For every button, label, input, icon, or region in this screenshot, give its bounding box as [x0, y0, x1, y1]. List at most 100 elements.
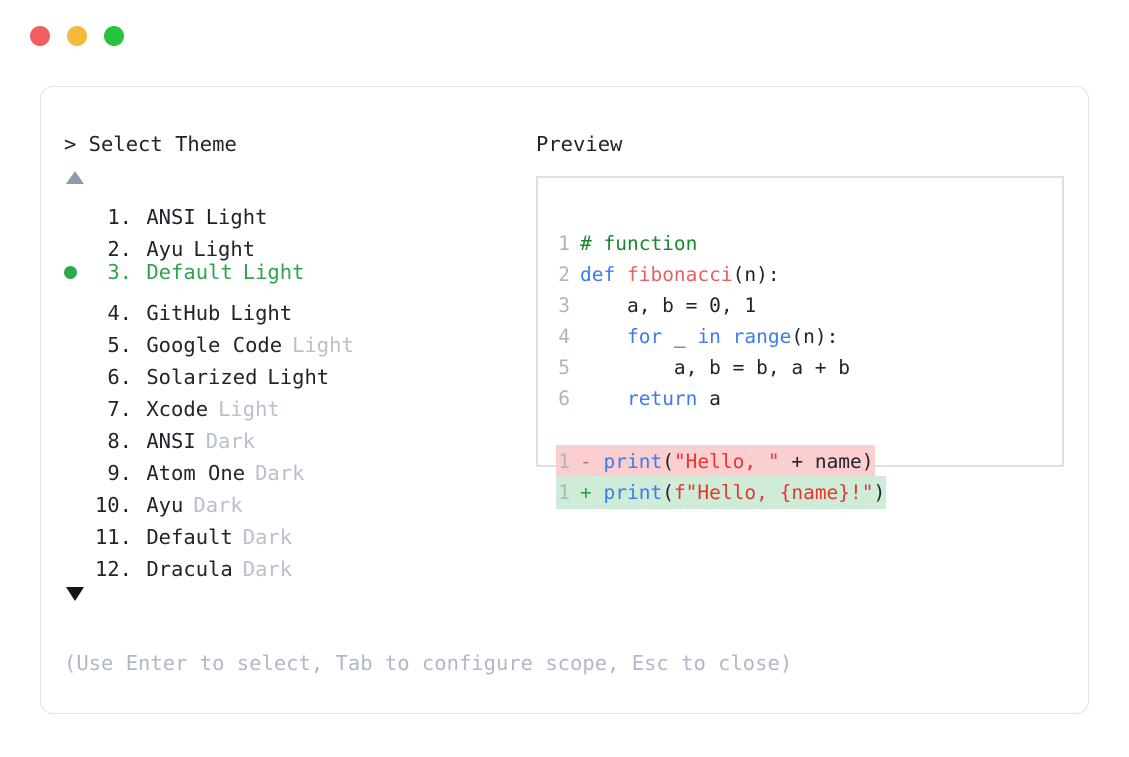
theme-item-index: 11.: [94, 525, 132, 549]
line-number: 5: [558, 356, 570, 379]
theme-item-name: Atom One: [134, 461, 246, 485]
diff-line-content: 1- print("Hello, " + name): [556, 445, 875, 478]
theme-list-item[interactable]: 4. GitHub Light: [64, 288, 534, 325]
scroll-down-icon[interactable]: [66, 587, 84, 601]
code-line: 6 return a: [556, 383, 1062, 414]
theme-item-name: Google Code: [134, 333, 283, 357]
theme-item-index: 5.: [107, 333, 132, 357]
code-line: 5 a, b = b, a + b: [556, 352, 1062, 383]
scroll-up-icon[interactable]: [66, 171, 84, 184]
selection-bullet-slot: [64, 320, 88, 352]
theme-item-index: 1.: [107, 205, 132, 229]
theme-list-item[interactable]: 5. Google Code Light: [64, 320, 534, 357]
theme-item-variant: Light: [218, 397, 280, 421]
theme-item-name: GitHub: [134, 301, 221, 325]
theme-item-name: ANSI: [134, 205, 196, 229]
code-token-plain: ): [873, 481, 886, 504]
theme-item-name: Dracula: [134, 557, 233, 581]
selection-bullet-slot: [64, 416, 88, 448]
line-number: 2: [558, 263, 570, 286]
code-token-kw: print: [603, 481, 663, 504]
code-line: 3 a, b = 0, 1: [556, 290, 1062, 321]
selection-bullet-slot: [64, 352, 88, 384]
theme-item-index: 2.: [107, 237, 132, 261]
line-number: 1: [558, 232, 570, 255]
theme-item-name: Xcode: [134, 397, 209, 421]
code-token-plain: a, b = b, a + b: [580, 356, 851, 379]
theme-item-index: 7.: [107, 397, 132, 421]
theme-item-variant: Light: [193, 237, 256, 261]
theme-item-variant: Dark: [242, 557, 293, 581]
theme-item-index: 8.: [107, 429, 132, 453]
diff-sign-del: -: [580, 450, 604, 473]
selection-bullet-slot: [64, 448, 88, 480]
diff-line-add: 1+ print(f"Hello, {name}!"): [556, 476, 1062, 509]
selection-bullet-slot: [64, 192, 88, 224]
diff-line-number: 1: [558, 450, 570, 473]
theme-item-name: ANSI: [134, 429, 196, 453]
theme-item-name: Ayu: [134, 493, 184, 517]
diff-line-content: 1+ print(f"Hello, {name}!"): [556, 476, 887, 509]
code-token-str: f"Hello, {name}!": [673, 481, 874, 504]
code-token-plain: a: [697, 387, 721, 410]
theme-item-variant: Light: [242, 260, 305, 284]
theme-item-index: 12.: [94, 557, 132, 581]
diff-line-del: 1- print("Hello, " + name): [556, 445, 1062, 478]
selection-bullet-slot: [64, 384, 88, 416]
code-token-kw: print: [603, 450, 663, 473]
keyboard-hint: (Use Enter to select, Tab to configure s…: [64, 651, 793, 675]
theme-item-index: 9.: [107, 461, 132, 485]
window-maximize-button[interactable]: [104, 26, 124, 46]
line-number: 3: [558, 294, 570, 317]
code-line: 1 # function: [556, 228, 1062, 259]
selected-dot-icon: [64, 266, 77, 279]
code-token-str: "Hello, ": [673, 450, 780, 473]
code-token-kw: in range: [697, 325, 792, 348]
code-line: 4 for _ in range(n):: [556, 321, 1062, 352]
theme-item-index: 4.: [107, 301, 132, 325]
theme-item-name: Default: [134, 260, 233, 284]
selection-bullet-slot: [64, 512, 88, 544]
page-title: > Select Theme: [64, 132, 237, 156]
selection-bullet-slot: [64, 257, 88, 289]
line-number: 6: [558, 387, 570, 410]
code-token-plain: (: [662, 481, 674, 504]
selection-bullet-slot: [64, 224, 88, 256]
window-close-button[interactable]: [30, 26, 50, 46]
code-token-plain: [580, 387, 627, 410]
theme-item-variant: Light: [230, 301, 293, 325]
preview-pane-header: Preview: [536, 131, 1066, 157]
diff-line-number: 1: [558, 481, 570, 504]
theme-list-item[interactable]: 3. Default Light: [64, 256, 534, 288]
code-token-plain: _: [662, 325, 698, 348]
code-token-plain: a, b = 0, 1: [580, 294, 757, 317]
code-token-kw: def: [580, 263, 627, 286]
theme-list-item[interactable]: 7. Xcode Light: [64, 384, 534, 421]
code-token-plain: (n):: [732, 263, 780, 286]
window-minimize-button[interactable]: [67, 26, 87, 46]
code-token-comment: # function: [580, 232, 698, 255]
selection-bullet-slot: [64, 288, 88, 320]
theme-item-index: 3.: [107, 260, 132, 284]
code-token-plain: [580, 325, 627, 348]
theme-list-item[interactable]: 12. Dracula Dark: [64, 544, 534, 581]
theme-list-item[interactable]: 8. ANSI Dark: [64, 416, 534, 453]
selection-bullet-slot: [64, 544, 88, 576]
code-token-kw: return: [626, 387, 698, 410]
theme-item-variant: Dark: [205, 429, 256, 453]
selection-bullet-slot: [64, 480, 88, 512]
theme-item-variant: Light: [292, 333, 354, 357]
theme-item-name: Ayu: [134, 237, 184, 261]
theme-item-variant: Dark: [193, 493, 243, 517]
theme-list-item[interactable]: 2. Ayu Light: [64, 224, 534, 261]
